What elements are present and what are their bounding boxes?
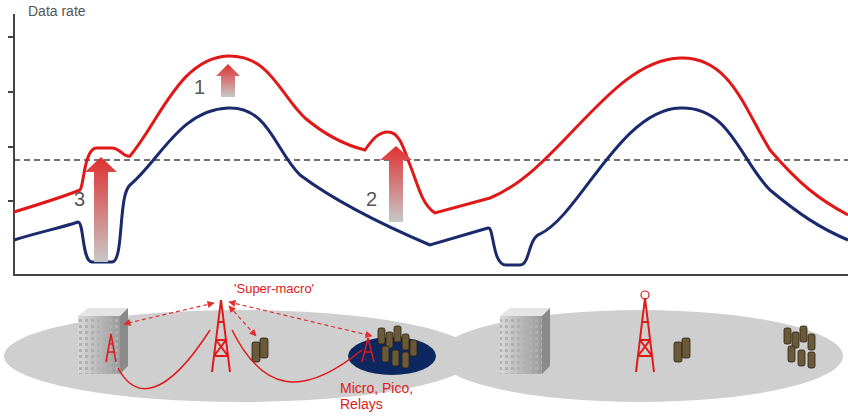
improvement-arrows (85, 64, 412, 262)
small-tower (362, 338, 374, 362)
improved-curve (14, 56, 848, 215)
backhaul-links (124, 302, 372, 336)
callout-number: 3 (74, 188, 85, 211)
axis-title: Data rate (28, 3, 86, 19)
macro-tower (212, 300, 230, 372)
axes (8, 14, 848, 276)
baseline-curve (14, 108, 848, 265)
mobile-phones (252, 326, 815, 368)
cell-label: 'Super-macro' (232, 282, 316, 297)
radio-links (118, 330, 362, 389)
building (500, 308, 550, 374)
callout-number: 2 (366, 188, 377, 211)
callout-number: 1 (194, 76, 205, 99)
small-tower (106, 334, 116, 362)
macro-tower (636, 291, 654, 372)
cell-label: Micro, Pico, Relays (340, 380, 426, 412)
threshold-line (14, 159, 848, 161)
building (78, 308, 128, 374)
